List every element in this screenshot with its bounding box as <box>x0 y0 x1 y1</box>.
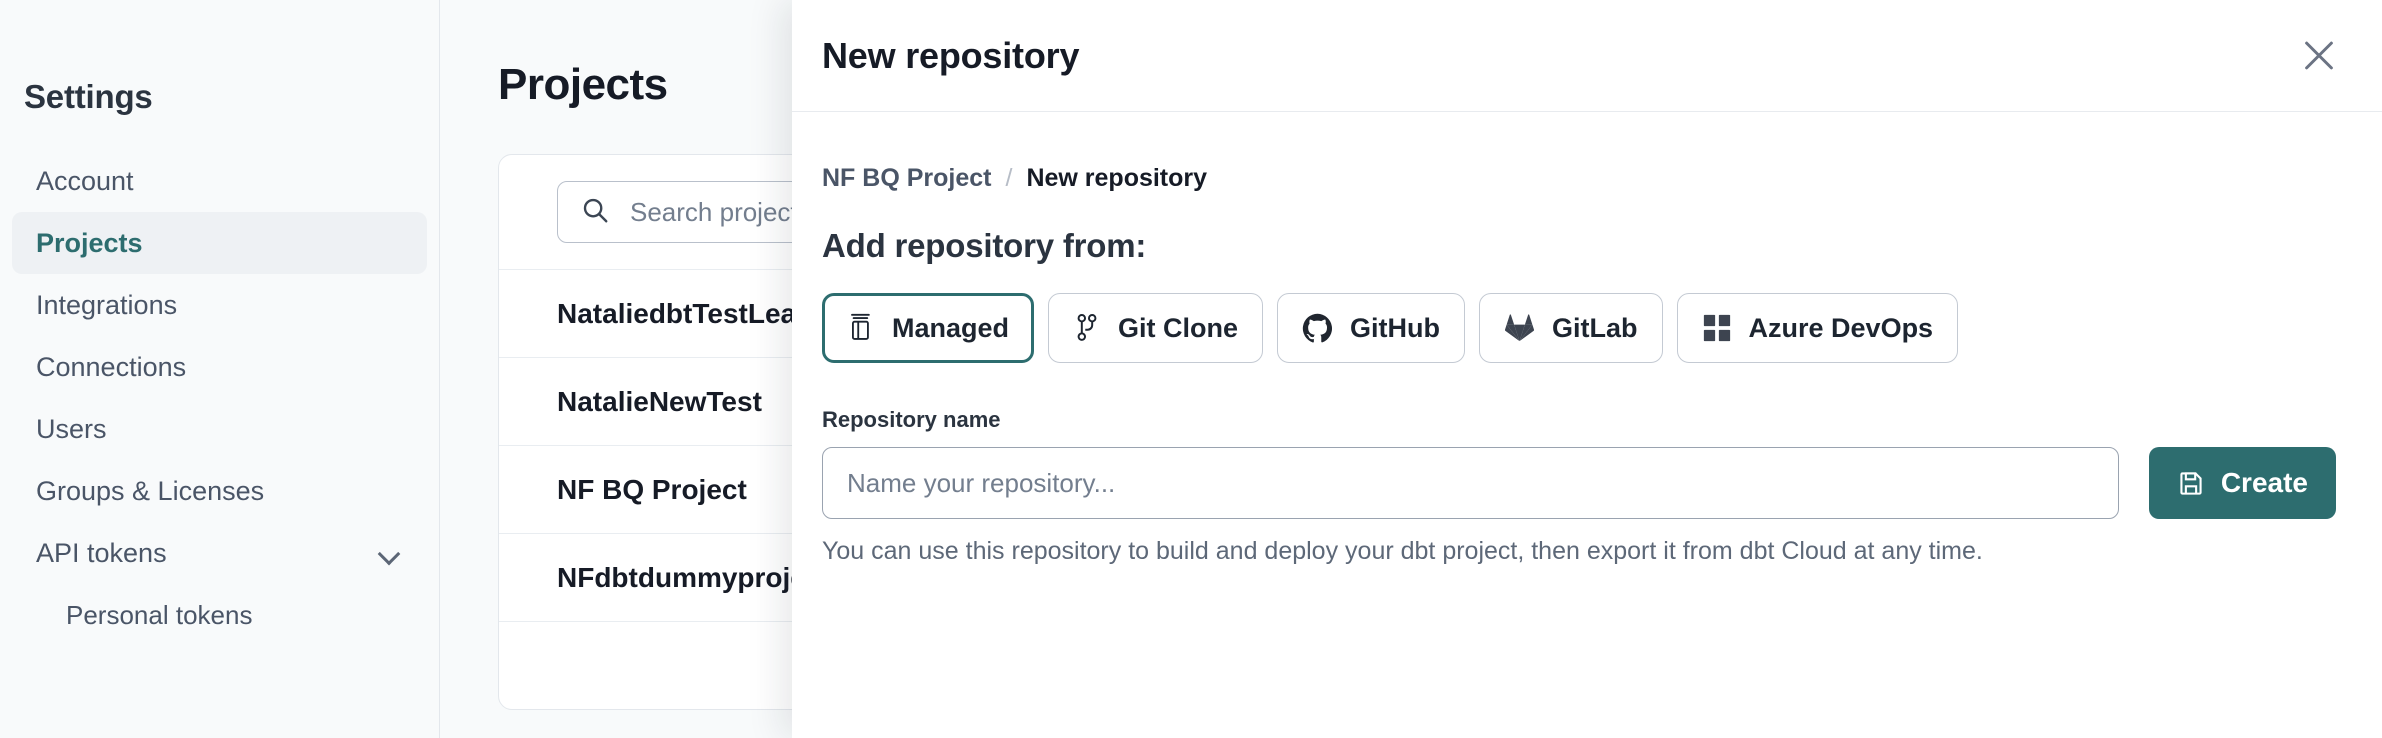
project-name: NatalieNewTest <box>557 385 762 417</box>
repository-help-text: You can use this repository to build and… <box>822 537 1983 565</box>
sidebar-nav: Account Projects Integrations Connection… <box>0 150 439 646</box>
source-option-managed[interactable]: Managed <box>822 293 1035 363</box>
sidebar-item-users[interactable]: Users <box>12 398 427 460</box>
sidebar-item-label: API tokens <box>36 537 167 568</box>
git-branch-icon <box>1073 313 1101 343</box>
sidebar-item-api-tokens[interactable]: API tokens <box>12 522 427 584</box>
save-icon <box>2177 469 2205 497</box>
source-option-label: GitLab <box>1552 312 1638 343</box>
section-heading: Add repository from: <box>822 227 1147 264</box>
project-name: NF BQ Project <box>557 473 747 505</box>
source-option-label: Managed <box>892 312 1010 343</box>
sidebar-title: Settings <box>24 78 153 115</box>
page-title: Projects <box>498 60 668 109</box>
gitlab-icon <box>1504 313 1535 343</box>
breadcrumb-separator: / <box>1005 164 1013 192</box>
modal-title: New repository <box>822 34 1080 76</box>
search-icon <box>580 195 610 230</box>
sidebar-item-label: Users <box>36 413 107 444</box>
database-icon <box>847 313 875 343</box>
repository-source-options: Managed Git Clone <box>822 293 2336 363</box>
source-option-label: Git Clone <box>1118 312 1239 343</box>
source-option-label: Azure DevOps <box>1748 312 1934 343</box>
sidebar-item-label: Integrations <box>36 289 178 320</box>
source-option-gitlab[interactable]: GitLab <box>1479 293 1663 363</box>
close-icon[interactable] <box>2296 33 2342 79</box>
source-option-git-clone[interactable]: Git Clone <box>1048 293 1264 363</box>
breadcrumb-parent[interactable]: NF BQ Project <box>822 164 992 192</box>
sidebar-item-label: Groups & Licenses <box>36 475 265 506</box>
breadcrumb-current: New repository <box>1026 164 1208 192</box>
sidebar-item-label: Connections <box>36 351 187 382</box>
sidebar-item-projects[interactable]: Projects <box>12 212 427 274</box>
sidebar-item-connections[interactable]: Connections <box>12 336 427 398</box>
repository-name-label: Repository name <box>822 407 1001 432</box>
repository-name-row: Create <box>822 447 2336 519</box>
sidebar-item-label: Projects <box>36 227 143 258</box>
chevron-down-icon <box>379 542 401 564</box>
source-option-azure-devops[interactable]: Azure DevOps <box>1676 293 1959 363</box>
azure-devops-icon <box>1702 313 1732 343</box>
source-option-github[interactable]: GitHub <box>1277 293 1466 363</box>
github-icon <box>1302 313 1333 344</box>
create-button-label: Create <box>2220 467 2308 498</box>
settings-sidebar: Settings Account Projects Integrations C… <box>0 0 440 738</box>
sidebar-item-account[interactable]: Account <box>12 150 427 212</box>
sidebar-item-label: Account <box>36 165 134 196</box>
modal-body: NF BQ Project / New repository Add repos… <box>792 112 2382 738</box>
breadcrumb: NF BQ Project / New repository <box>822 164 2336 193</box>
project-name: NFdbtdummyproject <box>557 561 831 593</box>
sidebar-item-personal-tokens[interactable]: Personal tokens <box>12 584 427 646</box>
new-repository-modal: New repository NF BQ Project / New repos… <box>792 0 2382 738</box>
create-button[interactable]: Create <box>2148 447 2336 519</box>
sidebar-item-groups-licenses[interactable]: Groups & Licenses <box>12 460 427 522</box>
sidebar-item-integrations[interactable]: Integrations <box>12 274 427 336</box>
source-option-label: GitHub <box>1350 312 1441 343</box>
sidebar-item-label: Personal tokens <box>66 599 253 630</box>
repository-name-input[interactable] <box>822 447 2119 519</box>
modal-header: New repository <box>792 0 2382 112</box>
